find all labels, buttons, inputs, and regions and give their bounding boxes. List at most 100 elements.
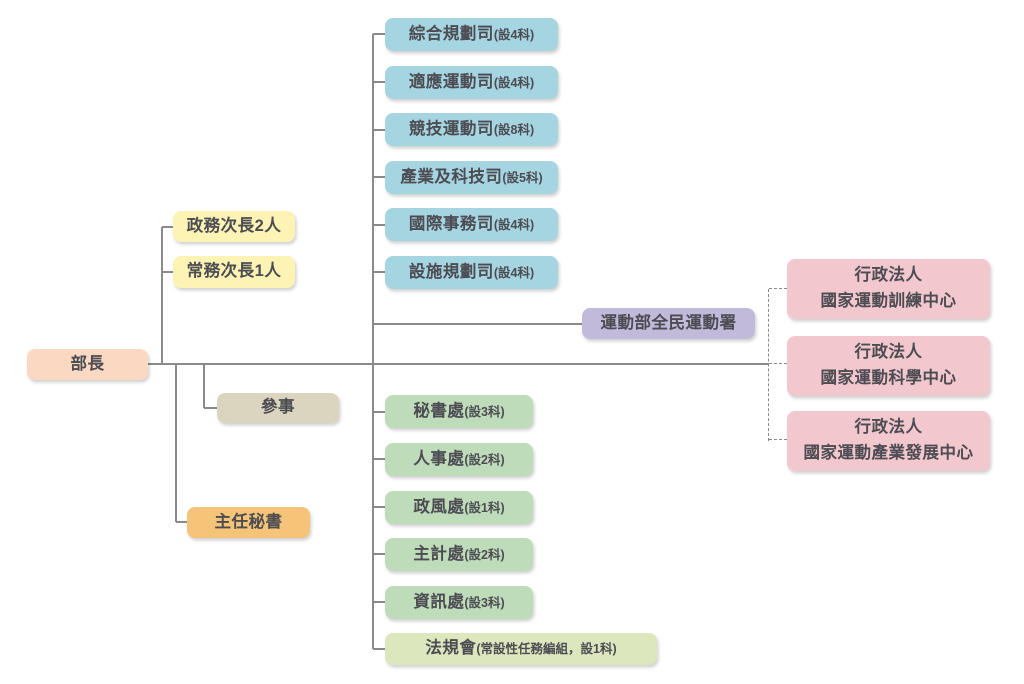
- node-label: 適應運動司: [408, 72, 494, 91]
- connector-political-deputy-stub: [162, 226, 173, 228]
- node-minister: 部長: [27, 349, 148, 380]
- node-office-accounting: 主計處(設2科): [385, 538, 533, 571]
- connector-chief-secretary-stub: [176, 521, 187, 523]
- node-label-row: 政風處(設1科): [413, 495, 504, 521]
- connector-science-center-dashed-stub: [769, 363, 787, 365]
- node-label-row: 行政法人: [855, 263, 923, 289]
- node-label: 競技運動司: [408, 119, 494, 138]
- node-label: 常務次長1人: [186, 262, 282, 281]
- node-label-row: 綜合規劃司(設4科): [409, 22, 534, 48]
- node-label-row: 國家運動產業發展中心: [804, 441, 974, 467]
- node-dept-industry-technology: 產業及科技司(設5科): [385, 161, 558, 194]
- connector-main-trunk-vertical: [372, 34, 374, 649]
- connector-dept-stub-6: [373, 271, 385, 273]
- node-sublabel: (設4科): [493, 27, 535, 42]
- node-office-personnel: 人事處(設2科): [385, 443, 533, 476]
- node-label: 產業及科技司: [400, 167, 503, 186]
- node-label-row: 參事: [261, 395, 295, 421]
- connector-industry-center-dashed-stub: [769, 439, 787, 441]
- node-label-row: 行政法人: [855, 415, 923, 441]
- connector-counselor-stub: [204, 407, 217, 409]
- node-sports-administration: 運動部全民運動署: [582, 308, 755, 339]
- connector-training-center-dashed-stub: [769, 288, 787, 290]
- connector-office-stub-2: [373, 458, 385, 460]
- node-label-row: 法規會(常設性任務編組，設1科): [425, 636, 616, 662]
- node-label: 參事: [261, 398, 295, 417]
- node-sublabel: (設4科): [493, 75, 535, 90]
- node-label: 國際事務司: [408, 214, 494, 233]
- node-chief-secretary: 主任秘書: [187, 507, 310, 538]
- node-label: 人事處: [413, 449, 465, 468]
- node-label-row: 人事處(設2科): [413, 447, 504, 473]
- node-label-line2: 國家運動產業發展中心: [803, 444, 974, 462]
- node-dept-adaptive-sports: 適應運動司(設4科): [385, 66, 558, 99]
- node-label: 運動部全民運動署: [600, 313, 737, 332]
- connector-agency-dashed-vertical: [768, 289, 770, 441]
- node-label-row: 政務次長2人: [187, 214, 282, 240]
- node-sublabel: (設2科): [464, 452, 505, 467]
- node-label: 主任秘書: [214, 512, 283, 531]
- node-dept-competitive-sports: 競技運動司(設8科): [385, 113, 558, 146]
- node-label-line2: 國家運動科學中心: [820, 369, 957, 387]
- node-sublabel: (設4科): [493, 217, 535, 232]
- node-label-row: 運動部全民運動署: [601, 311, 737, 337]
- connector-counselor-vertical: [203, 364, 205, 408]
- node-label: 行政法人: [854, 418, 923, 437]
- node-label: 政務次長2人: [186, 216, 282, 235]
- node-sublabel: (設3科): [464, 404, 505, 419]
- node-label-row: 國際事務司(設4科): [409, 212, 534, 238]
- node-label-row: 產業及科技司(設5科): [400, 165, 542, 191]
- node-label-row: 常務次長1人: [187, 259, 282, 285]
- node-label: 設施規劃司: [408, 262, 494, 281]
- node-label-row: 主任秘書: [215, 510, 283, 536]
- node-label-row: 適應運動司(設4科): [409, 70, 534, 96]
- node-national-sports-industry-center: 行政法人國家運動產業發展中心: [787, 411, 990, 471]
- node-label-row: 國家運動科學中心: [821, 366, 957, 392]
- node-label-row: 部長: [71, 352, 105, 378]
- node-label: 綜合規劃司: [408, 24, 494, 43]
- connector-dept-stub-2: [373, 81, 385, 83]
- node-label-row: 競技運動司(設8科): [409, 117, 534, 143]
- connector-sports-admin-horizontal: [373, 323, 582, 325]
- node-label: 部長: [70, 354, 105, 373]
- connector-deputies-vertical: [161, 227, 163, 364]
- node-legal-affairs-committee: 法規會(常設性任務編組，設1科): [385, 633, 657, 665]
- node-label-row: 設施規劃司(設4科): [409, 260, 534, 286]
- node-label: 行政法人: [854, 343, 923, 362]
- node-administrative-deputy-minister: 常務次長1人: [173, 256, 295, 288]
- node-office-civil-service-ethics: 政風處(設1科): [385, 491, 533, 524]
- node-national-sports-training-center: 行政法人國家運動訓練中心: [787, 259, 990, 319]
- node-label: 主計處: [413, 544, 465, 563]
- node-office-information: 資訊處(設3科): [385, 586, 533, 619]
- node-sublabel: (常設性任務編組，設1科): [476, 642, 617, 657]
- node-label-line2: 國家運動訓練中心: [820, 292, 957, 310]
- node-political-deputy-minister: 政務次長2人: [173, 211, 295, 242]
- connector-office-stub-6: [373, 648, 385, 650]
- connector-dept-stub-1: [373, 33, 385, 35]
- node-label: 秘書處: [413, 401, 465, 420]
- connector-dept-stub-5: [373, 224, 385, 226]
- node-sublabel: (設1科): [464, 500, 505, 515]
- node-label: 行政法人: [854, 266, 923, 285]
- connector-office-stub-5: [373, 601, 385, 603]
- node-label-row: 主計處(設2科): [413, 542, 504, 568]
- node-sublabel: (設4科): [493, 265, 535, 280]
- node-label-row: 資訊處(設3科): [413, 590, 504, 616]
- node-label-row: 秘書處(設3科): [413, 399, 504, 425]
- connector-minister-main-horizontal: [148, 363, 769, 365]
- node-sublabel: (設5科): [502, 170, 543, 185]
- node-office-secretariat: 秘書處(設3科): [385, 395, 533, 428]
- connector-administrative-deputy-stub: [162, 271, 173, 273]
- node-label-row: 行政法人: [855, 340, 923, 366]
- connector-dept-stub-4: [373, 176, 385, 178]
- connector-office-stub-1: [373, 411, 385, 413]
- connector-office-stub-4: [373, 553, 385, 555]
- node-label: 法規會: [425, 639, 477, 658]
- node-label: 資訊處: [413, 592, 465, 611]
- node-dept-international-affairs: 國際事務司(設4科): [385, 208, 558, 241]
- node-sublabel: (設2科): [464, 547, 505, 562]
- node-label-row: 國家運動訓練中心: [821, 289, 957, 315]
- node-dept-facilities-planning: 設施規劃司(設4科): [385, 256, 558, 289]
- node-counselor: 參事: [217, 393, 339, 423]
- node-national-sports-science-center: 行政法人國家運動科學中心: [787, 336, 990, 396]
